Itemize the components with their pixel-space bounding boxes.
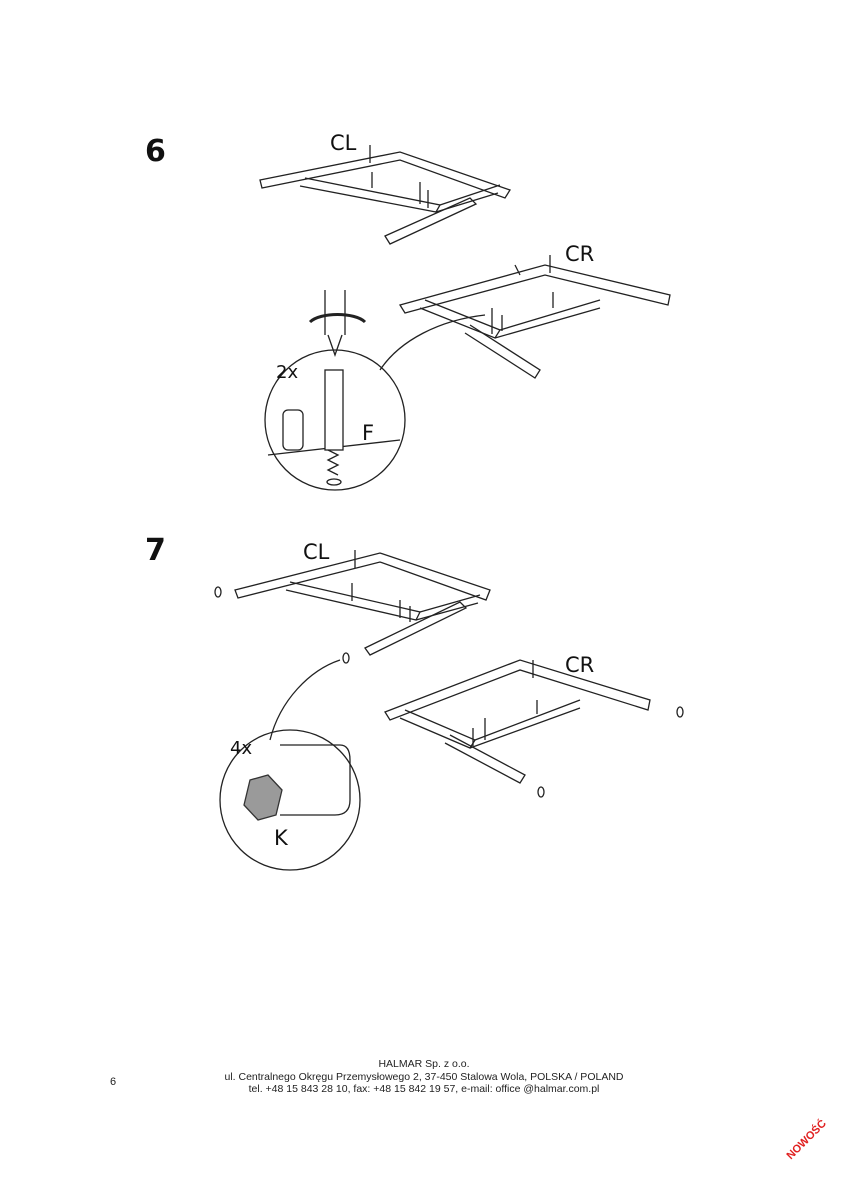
frame-cr-step6 bbox=[398, 255, 671, 379]
frame-cl-step7 bbox=[214, 550, 491, 664]
label-part: K bbox=[274, 826, 288, 850]
label-cl: CL bbox=[330, 131, 357, 155]
footer-contact: tel. +48 15 843 28 10, fax: +48 15 842 1… bbox=[248, 1083, 600, 1095]
page-number: 6 bbox=[110, 1076, 117, 1088]
footer-address: ul. Centralnego Okręgu Przemysłowego 2, … bbox=[224, 1070, 624, 1083]
frame-cr-step7 bbox=[384, 659, 684, 798]
label-quantity: 4x bbox=[230, 738, 253, 759]
frame-cl-step6 bbox=[259, 145, 511, 245]
label-part: F bbox=[362, 421, 375, 445]
step-number: 7 bbox=[145, 533, 166, 568]
footer: HALMAR Sp. z o.o. ul. Centralnego Okręgu… bbox=[0, 1058, 848, 1096]
felt-pad-k bbox=[243, 774, 283, 821]
label-quantity: 2x bbox=[276, 362, 299, 383]
label-cr: CR bbox=[565, 653, 595, 677]
label-cr: CR bbox=[565, 242, 595, 266]
label-cl: CL bbox=[303, 540, 330, 564]
footer-company: HALMAR Sp. z o.o. bbox=[378, 1058, 470, 1070]
detail-circle-step7 bbox=[219, 659, 361, 871]
detail-circle-step6 bbox=[264, 290, 486, 491]
step-number: 6 bbox=[145, 134, 166, 169]
